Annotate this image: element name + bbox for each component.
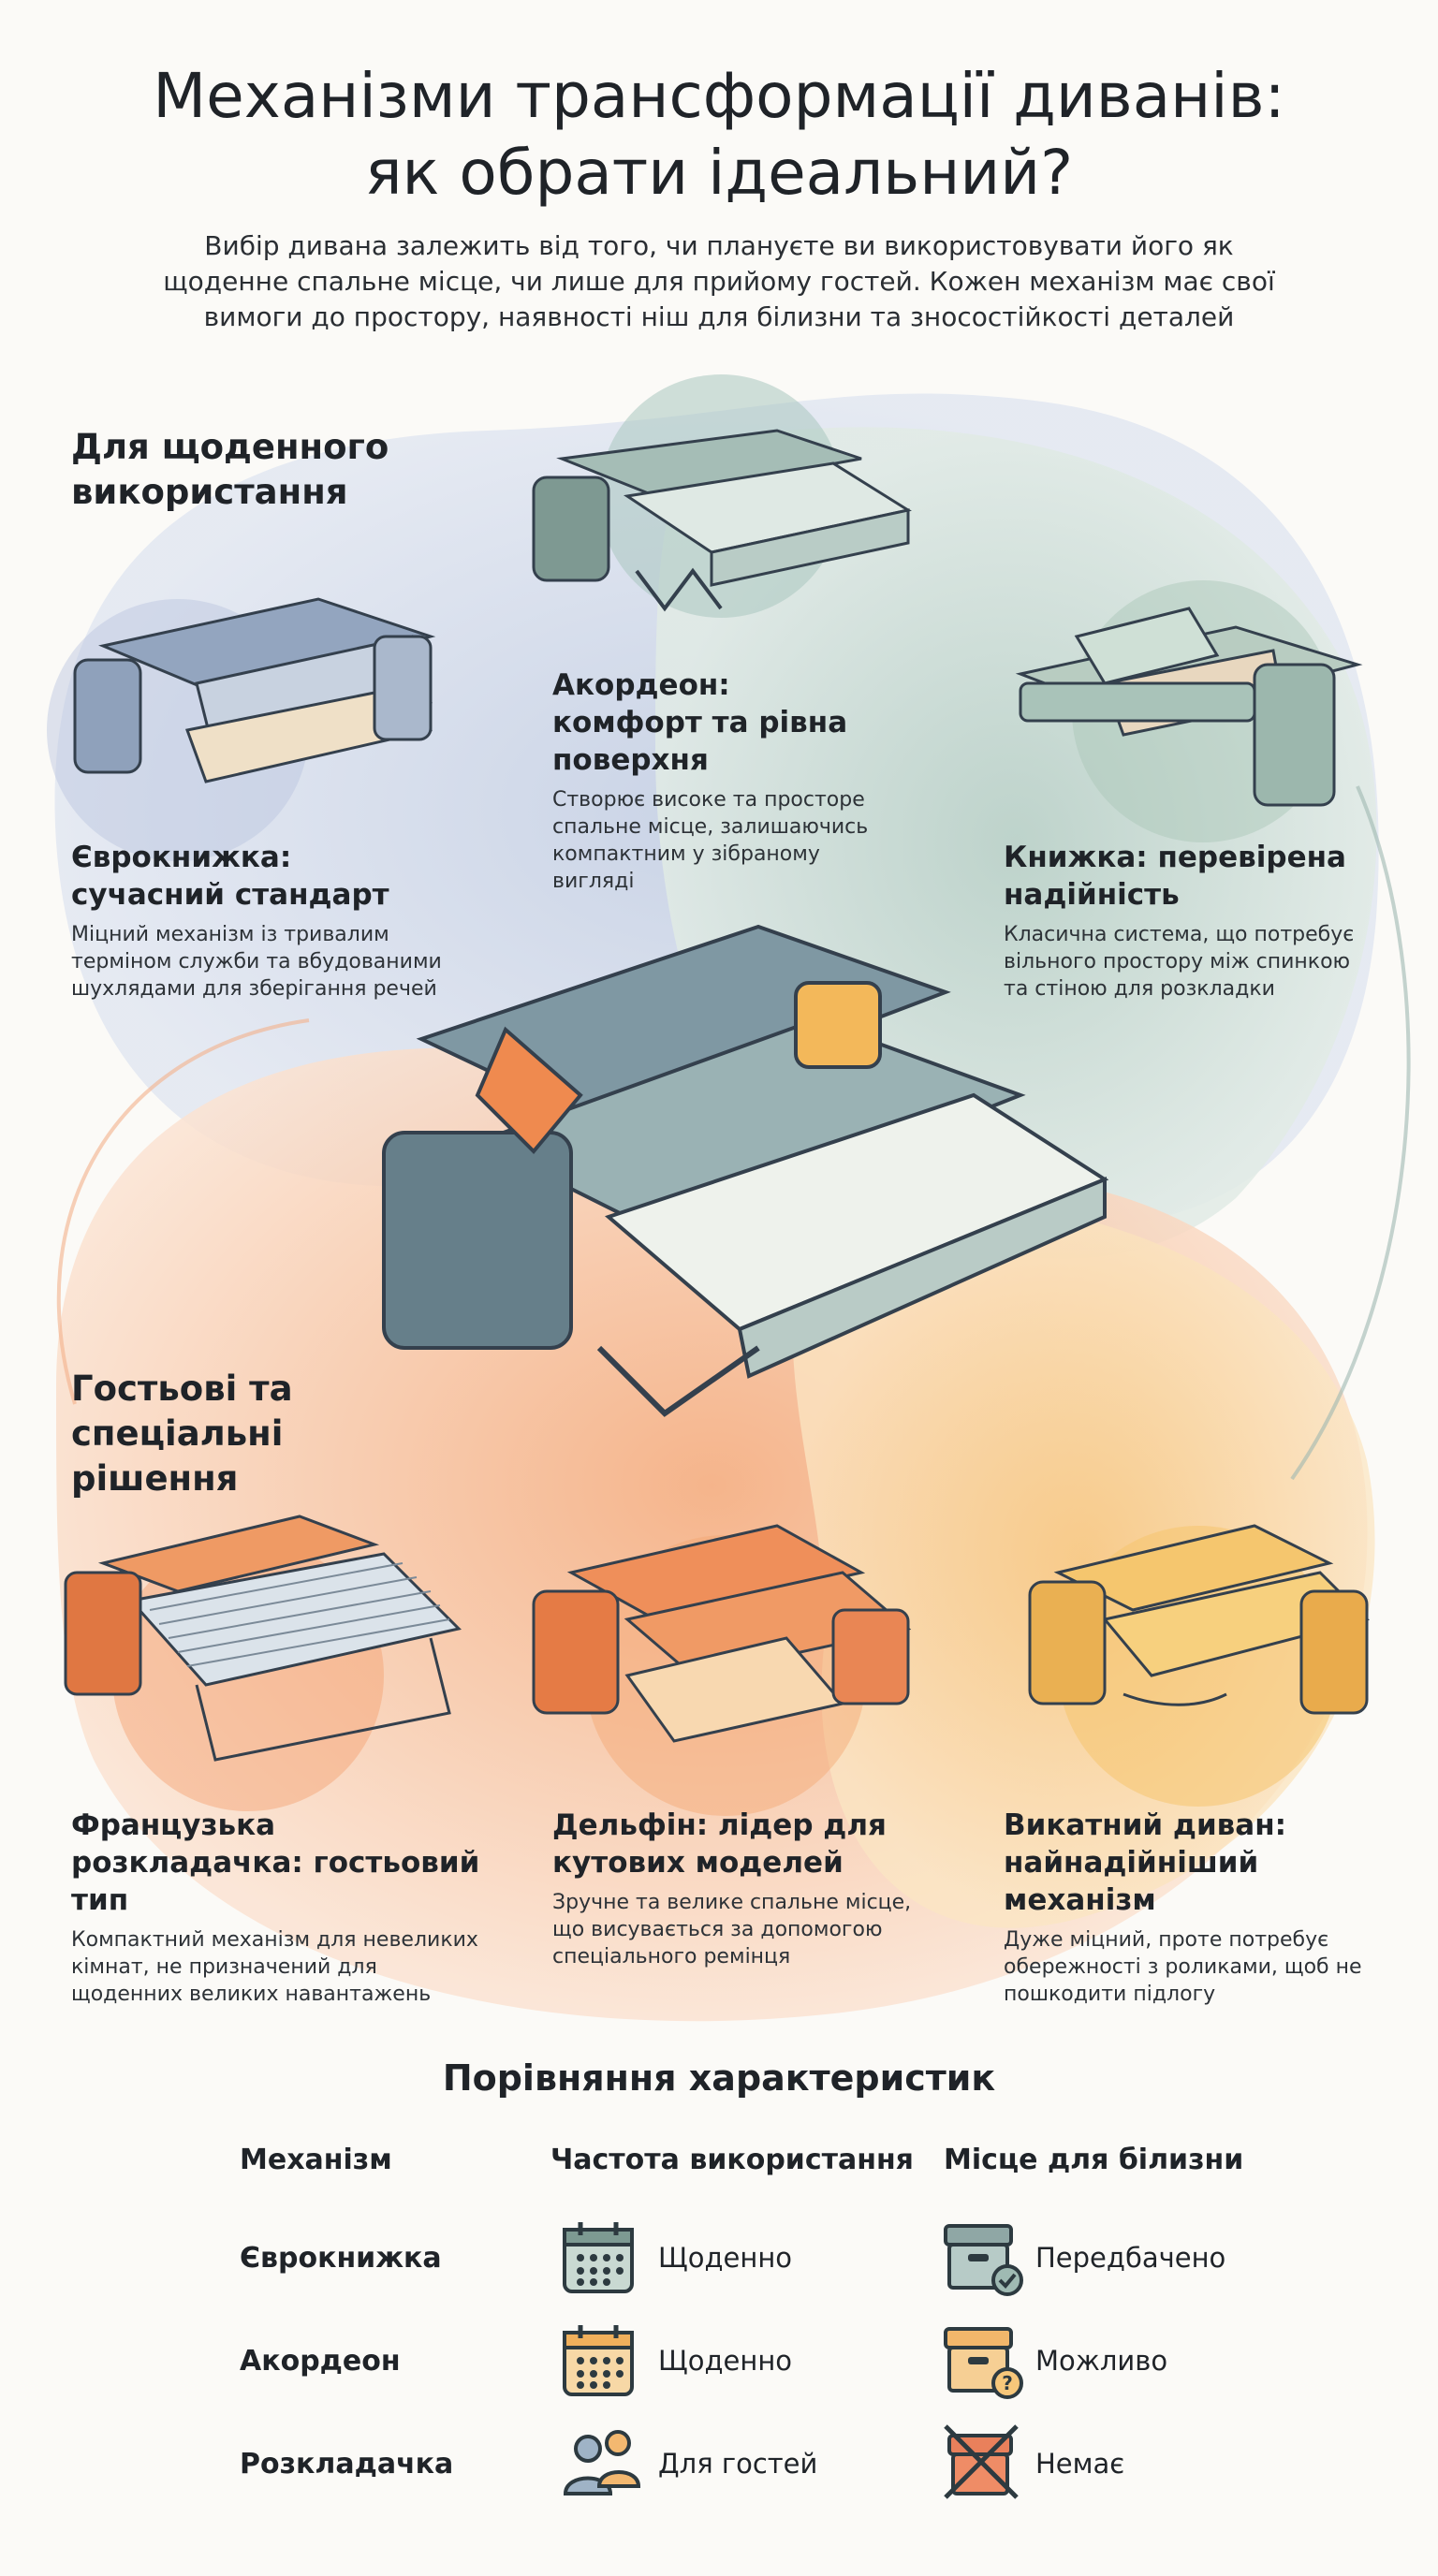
row-name: Єврокнижка — [240, 2242, 442, 2275]
header-mechanism: Механізм — [240, 2144, 392, 2176]
card-french-folding: Французька розкладачка: гостьовий тип Ко… — [71, 1807, 483, 2008]
row-name: Акордеон — [240, 2345, 401, 2378]
card-dolphin: Дельфін: лідер для кутових моделей Зручн… — [552, 1807, 946, 1970]
card-description: Компактний механізм для невеликих кімнат… — [71, 1928, 478, 2006]
eurobook-sofa-illustration — [73, 597, 436, 783]
guests-icon — [563, 2430, 641, 2496]
french-folding-sofa-illustration — [64, 1515, 462, 1762]
storage-value: Передбачено — [1035, 2242, 1226, 2274]
frequency-value: Щоденно — [658, 2345, 793, 2377]
card-title: Французька розкладачка: гостьовий тип — [71, 1808, 480, 1917]
intro-text: Вибір дивана залежить від того, чи плану… — [163, 230, 1275, 332]
card-title: Єврокнижка: сучасний стандарт — [71, 841, 389, 912]
dolphin-sofa-illustration — [532, 1524, 912, 1743]
frequency-value: Для гостей — [658, 2448, 818, 2480]
header-storage: Місце для білизни — [944, 2144, 1244, 2176]
storage-box-question-icon: ? — [944, 2327, 1023, 2399]
calendar-icon — [563, 2325, 634, 2396]
comparison-title: Порівняння характеристик — [442, 2057, 996, 2099]
calendar-icon — [563, 2222, 634, 2293]
main-sofa-illustration — [382, 924, 1109, 1417]
storage-box-crossed-icon — [944, 2424, 1019, 2499]
title-line-1: Механізми трансформації диванів: — [153, 60, 1285, 132]
card-accordion: Акордеон: комфорт та рівна поверхня Ство… — [552, 666, 889, 895]
section-title-guest: Гостьові та спеціальні рішення — [71, 1368, 293, 1499]
storage-value: Можливо — [1035, 2345, 1168, 2377]
title-line-2: як обрати ідеальний? — [364, 137, 1074, 209]
svg-text:?: ? — [1002, 2372, 1013, 2394]
rollout-sofa-illustration — [1028, 1524, 1370, 1715]
card-description: Міцний механізм із тривалим терміном слу… — [71, 923, 442, 1001]
card-description: Дуже міцний, проте потребує обережності … — [1004, 1928, 1362, 2006]
page-title: Механізми трансформації диванів: як обра… — [0, 58, 1438, 212]
header-frequency: Частота використання — [550, 2144, 914, 2176]
card-title: Акордеон: комфорт та рівна поверхня — [552, 668, 848, 777]
storage-value: Немає — [1035, 2448, 1125, 2480]
card-book: Книжка: перевірена надійність Класична с… — [1004, 839, 1378, 1003]
section-title-daily: Для щоденного використання — [71, 427, 389, 512]
card-description: Класична система, що потребує вільного п… — [1004, 923, 1355, 1001]
frequency-value: Щоденно — [658, 2242, 793, 2274]
card-title: Книжка: перевірена надійність — [1004, 841, 1346, 912]
card-rollout: Викатний диван: найнадійніший механізм Д… — [1004, 1807, 1397, 2008]
card-description: Створює високе та просторе спальне місце… — [552, 788, 869, 893]
accordion-sofa-illustration — [532, 429, 912, 612]
card-description: Зручне та велике спальне місце, що висув… — [552, 1891, 912, 1969]
card-title: Дельфін: лідер для кутових моделей — [552, 1808, 887, 1880]
book-sofa-illustration — [1015, 607, 1363, 807]
card-eurobook: Єврокнижка: сучасний стандарт Міцний мех… — [71, 839, 446, 1003]
row-name: Розкладачка — [240, 2448, 454, 2481]
storage-box-check-icon — [944, 2224, 1023, 2296]
card-title: Викатний диван: найнадійніший механізм — [1004, 1808, 1287, 1917]
